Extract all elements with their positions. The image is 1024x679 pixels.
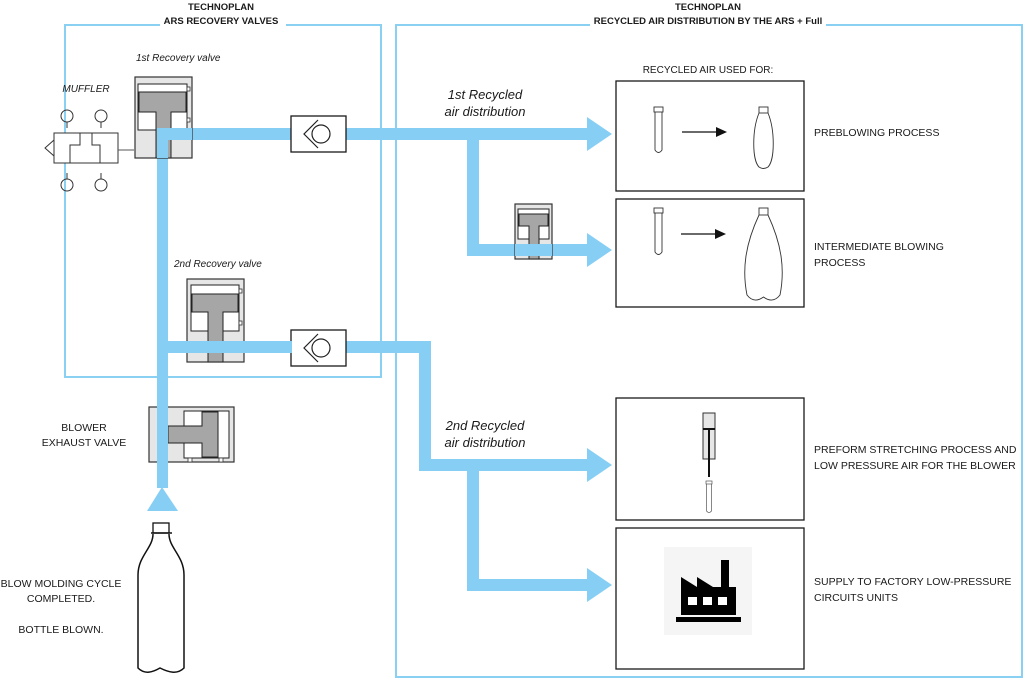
main-riser-pipe: [157, 128, 168, 488]
use-box-factory: [615, 527, 805, 670]
small-bottle-icon: [753, 106, 774, 169]
arrow-intermediate: [587, 233, 612, 267]
use-4-line2: CIRCUITS UNITS: [814, 592, 898, 604]
valve2-label: 2nd Recovery valve: [173, 259, 262, 270]
intermediate-drop-pipe: [467, 134, 479, 256]
blower-exhaust-line1: BLOWER: [61, 422, 107, 434]
stretching-pipe: [419, 459, 589, 471]
muffler-icon: [44, 109, 134, 192]
factory-pipe: [467, 579, 589, 591]
dist1-line2: air distribution: [445, 104, 526, 119]
dist2-line2: air distribution: [445, 435, 526, 450]
right-header-line2: RECYCLED AIR DISTRIBUTION BY THE ARS + F…: [594, 16, 822, 27]
exhaust-puff-icons: [60, 109, 108, 192]
left-header-line1: TECHNOPLAN: [188, 2, 254, 13]
blown-bottle-icon: [137, 522, 185, 673]
recovery-valve-2-icon: [157, 278, 292, 363]
recovery-valve-1-icon: [134, 76, 193, 159]
arrow-factory: [587, 568, 612, 602]
arrow-right-icon: [681, 229, 726, 239]
check-valve-1-icon: [290, 115, 347, 153]
preform-icon: [653, 207, 664, 255]
arrow-preblowing: [587, 117, 612, 151]
bottle-inlet-arrow: [147, 487, 178, 511]
use-2-line2: PROCESS: [814, 257, 865, 269]
left-panel-frame: [64, 24, 382, 378]
use-3-line1: PREFORM STRETCHING PROCESS AND: [814, 444, 1017, 456]
cycle-line2: COMPLETED.: [27, 593, 95, 605]
left-header-line2: ARS RECOVERY VALVES: [164, 16, 279, 27]
blower-exhaust-valve-icon: [148, 400, 235, 488]
first-distribution-pipe: [157, 128, 589, 140]
right-header-line1: TECHNOPLAN: [675, 2, 741, 13]
cycle-line3: BOTTLE BLOWN.: [18, 624, 103, 636]
cycle-line1: BLOW MOLDING CYCLE: [1, 578, 122, 590]
use-box-intermediate: [615, 198, 805, 308]
large-bottle-icon: [744, 207, 783, 301]
use-box-preblowing: [615, 80, 805, 192]
dist2-line1: 2nd Recycled: [445, 418, 526, 433]
muffler-label: MUFFLER: [62, 84, 109, 95]
used-for-title: RECYCLED AIR USED FOR:: [643, 65, 774, 76]
intermediate-valve-icon: [514, 203, 553, 260]
pipes: [147, 117, 612, 602]
valve1-label: 1st Recovery valve: [136, 53, 221, 64]
use-4-line1: SUPPLY TO FACTORY LOW-PRESSURE: [814, 576, 1011, 588]
check-valve-2-icon: [290, 329, 347, 367]
arrow-stretching: [587, 448, 612, 482]
preform-icon: [653, 106, 664, 153]
use-box-stretching: [615, 397, 805, 521]
use-3-line2: LOW PRESSURE AIR FOR THE BLOWER: [814, 460, 1016, 472]
use-1-line1: PREBLOWING PROCESS: [814, 127, 939, 139]
factory-drop-pipe: [467, 465, 479, 591]
stretch-rod-cylinder-icon: [702, 412, 716, 513]
right-panel-frame: [395, 24, 1023, 678]
arrow-right-icon: [682, 127, 727, 137]
blower-exhaust-line2: EXHAUST VALVE: [42, 437, 127, 449]
second-drop-pipe: [419, 341, 431, 471]
dist1-line1: 1st Recycled: [448, 87, 523, 102]
factory-icon: [664, 547, 752, 635]
use-2-line1: INTERMEDIATE BLOWING: [814, 241, 944, 253]
